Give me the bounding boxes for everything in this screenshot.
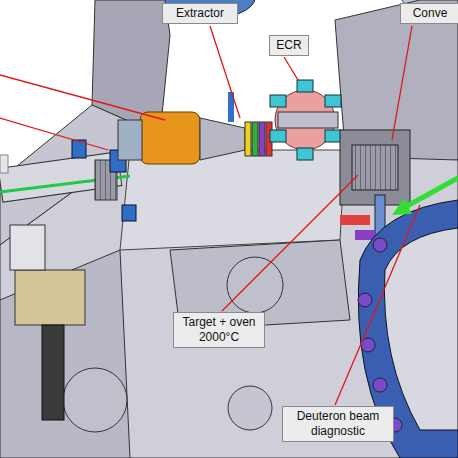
label-box: Target + oven 2000°C (173, 312, 265, 348)
coil-blocks (270, 80, 341, 160)
connector (340, 215, 370, 225)
label-box: Extractor (162, 3, 238, 24)
cut-label-box (0, 155, 8, 173)
valve (122, 205, 136, 221)
port-hole (227, 257, 283, 313)
label-box: Conve (400, 3, 458, 24)
leader-lines (0, 26, 420, 405)
electrode (259, 122, 265, 156)
target-oven (352, 145, 398, 190)
label-text: Conve (407, 6, 453, 21)
connector (355, 230, 375, 240)
arrow-head (392, 198, 412, 215)
plasma-chamber (278, 112, 338, 128)
label-text: Extractor (169, 6, 231, 21)
deuteron-beam-arrow (400, 178, 458, 210)
label-box: Deuteron beam diagnostic (282, 406, 394, 442)
converter-block (340, 130, 410, 205)
port-hole (228, 386, 272, 430)
label-text: Target + oven 2000°C (180, 315, 258, 345)
lens-cylinder (140, 112, 200, 164)
electrode (252, 122, 258, 156)
label-text: Deuteron beam diagnostic (289, 409, 387, 439)
label-text: ECR (276, 38, 302, 53)
beam-pipe (0, 152, 122, 202)
bench (120, 150, 345, 250)
support-post (42, 325, 64, 420)
cone (200, 118, 245, 160)
flange (118, 120, 142, 160)
port-hole (63, 368, 127, 432)
label-box: ECR (269, 35, 309, 56)
housing-wall (0, 250, 130, 458)
support-stand (15, 270, 85, 325)
bracket (10, 225, 45, 270)
electrode (245, 122, 251, 156)
flange-face (384, 228, 458, 430)
